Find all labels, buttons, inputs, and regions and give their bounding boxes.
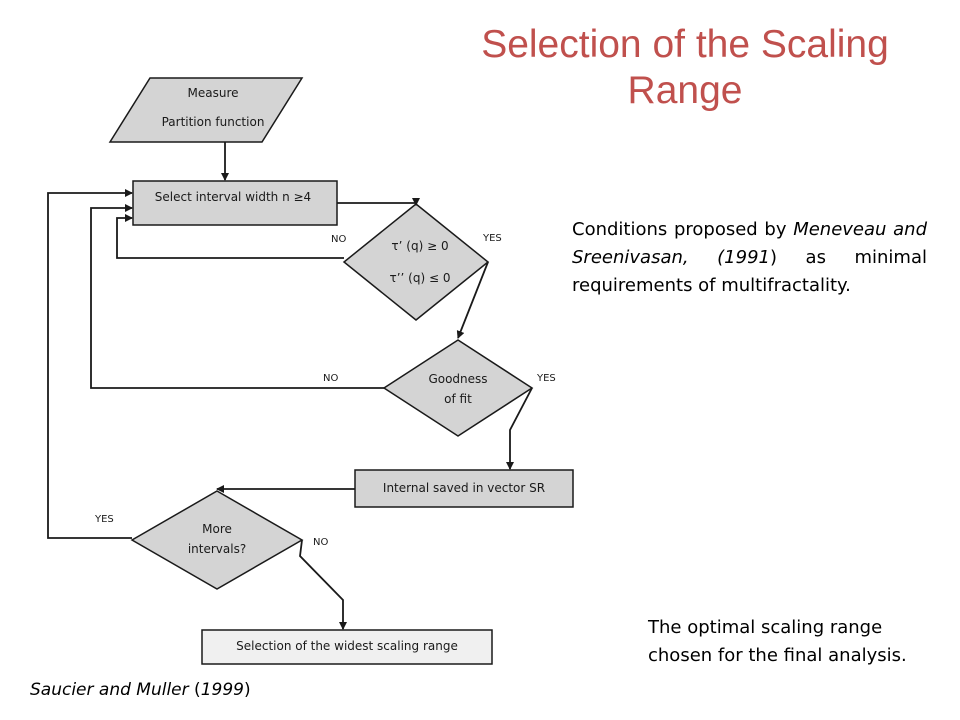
title-line-1: Selection of the Scaling [481,23,889,66]
goodness-label: Goodness [428,372,487,386]
of-fit-label: of fit [444,392,472,406]
optimal-range-note: The optimal scaling range chosen for the… [648,614,948,670]
saved-vector-label: Internal saved in vector SR [383,481,545,495]
saved-vector-node: Internal saved in vector SR [354,469,574,508]
page-title: Selection of the Scaling Range [440,22,930,114]
tau-no-label: NO [331,234,346,245]
optimal-line-1: The optimal scaling range [648,617,883,638]
conditions-note: Conditions proposed by Meneveau and Sree… [572,216,927,300]
citation-close: ) [243,680,251,700]
title-line-2: Range [627,69,743,112]
select-interval-label: Select interval width n ≥4 [155,190,311,204]
partition-function-label: Partition function [162,115,265,129]
citation-year: 1999 [200,680,244,700]
goodness-of-fit-node: Goodness of fit [382,339,534,437]
measure-node: Measure Partition function [108,77,304,143]
more-intervals-node: More intervals? [130,490,304,590]
conditions-authors: Meneveau and Sreenivasan, (1991 [572,219,927,268]
widest-range-node: Selection of the widest scaling range [201,629,493,665]
citation-open: ( [188,680,201,700]
tau-first-derivative-label: τ’ (q) ≥ 0 [391,239,448,253]
connectors [47,142,533,630]
tau-yes-label: YES [482,233,502,244]
intervals-label: intervals? [188,542,246,556]
select-interval-node: Select interval width n ≥4 [132,180,338,226]
measure-label: Measure [188,86,239,100]
more-yes-label: YES [94,514,114,525]
optimal-line-2: chosen for the final analysis. [648,645,907,666]
conditions-prefix: Conditions proposed by [572,219,794,240]
more-label: More [202,522,232,536]
citation: Saucier and Muller (1999) [30,680,251,700]
tau-second-derivative-label: τ’’ (q) ≤ 0 [390,271,451,285]
conditions-suffix: ) as minimal requirements of multifracta… [572,247,927,296]
goodness-yes-label: YES [536,373,556,384]
more-no-label: NO [313,537,328,548]
citation-authors: Saucier and Muller [30,680,189,700]
widest-range-label: Selection of the widest scaling range [236,639,458,653]
tau-condition-node: τ’ (q) ≥ 0 τ’’ (q) ≤ 0 [342,203,490,321]
goodness-no-label: NO [323,373,338,384]
